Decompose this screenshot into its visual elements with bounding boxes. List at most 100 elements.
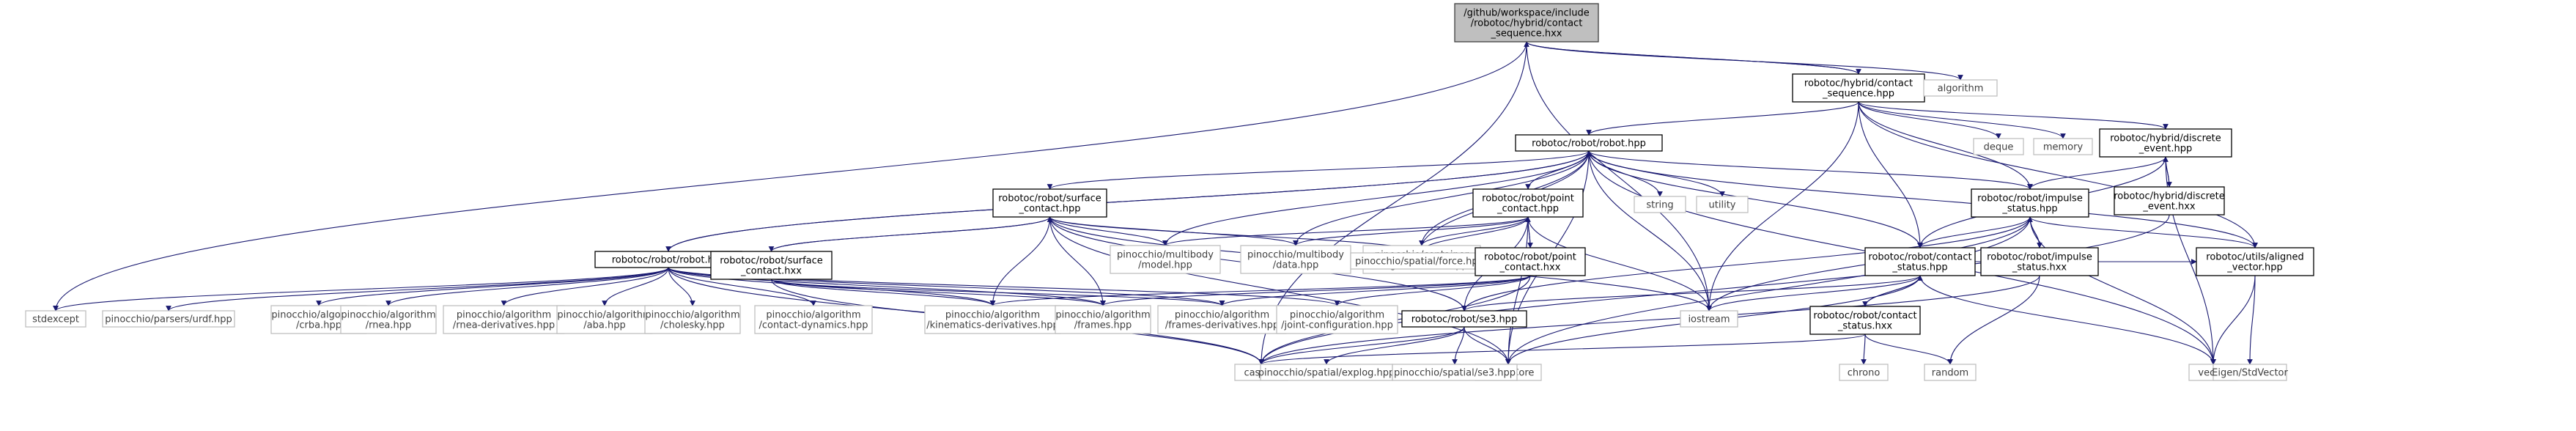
node-is_hpp[interactable]: robotoc/robot/impulse_status.hpp xyxy=(1971,188,2089,218)
node-random: random xyxy=(1924,364,1977,381)
edge-se3_hpp-to-cassert xyxy=(1258,326,1465,365)
edge-cstat_hxx-to-chrono xyxy=(1861,334,1867,365)
edge-robot_hpp-to-ua_hpp xyxy=(1588,150,2258,248)
node-label-ua_hpp-1: _vector.hpp xyxy=(2226,262,2282,273)
node-box-cstat_hxx xyxy=(1809,306,1921,335)
node-se3pin: pinocchio/spatial/se3.hpp xyxy=(1392,364,1518,381)
node-label-sc_hpp-1: _contact.hpp xyxy=(1018,204,1080,215)
node-ua_hpp[interactable]: robotoc/utils/aligned_vector.hpp xyxy=(2196,247,2314,276)
edge-pc_hpp-to-iostream xyxy=(1527,216,1712,312)
node-label-chrono-0: chrono xyxy=(1848,368,1881,379)
node-label-cstat_hxx-0: robotoc/robot/contact xyxy=(1813,311,1916,322)
node-label-string-0: string xyxy=(1646,200,1673,211)
edge-de_hxx-to-cassert xyxy=(1258,214,2170,365)
node-box-de_hxx xyxy=(2114,186,2225,216)
node-pc_hpp[interactable]: robotoc/robot/point_contact.hpp xyxy=(1472,188,1584,218)
edge-is_hpp-to-ua_hpp xyxy=(2029,216,2258,248)
edge-robot_hxx-to-rnea xyxy=(385,267,669,306)
edge-cs_hpp-to-iostream xyxy=(1706,101,1859,312)
edge-is_hpp-to-vector xyxy=(2029,216,2216,365)
node-label-ua_hpp-0: robotoc/utils/aligned xyxy=(2206,252,2303,263)
node-label-memory-0: memory xyxy=(2043,142,2084,153)
node-box-eigen_sv xyxy=(2213,364,2287,381)
node-box-pin_model xyxy=(1110,245,1221,274)
node-robot_hpp[interactable]: robotoc/robot/robot.hpp xyxy=(1515,134,1663,152)
node-rnea: pinocchio/algorithm/rnea.hpp xyxy=(340,305,437,334)
edge-cs_hpp-to-is_hpp xyxy=(1858,101,2033,190)
node-label-frames_d-1: /frames-derivatives.hpp xyxy=(1165,320,1279,331)
edge-sc_hxx-to-frames xyxy=(770,279,1106,306)
node-rnea_d: pinocchio/algorithm/rnea-derivatives.hpp xyxy=(443,305,565,334)
node-label-pc_hxx-0: robotoc/robot/point xyxy=(1484,252,1576,263)
edge-sc_hxx-to-kin_d xyxy=(770,279,996,306)
node-box-pc_hpp xyxy=(1472,188,1584,218)
edge-cs_hpp-to-robot_hpp xyxy=(1586,101,1859,136)
node-box-se3_hpp xyxy=(1401,310,1527,328)
node-label-cstat_hpp-1: _status.hpp xyxy=(1892,262,1947,273)
node-label-se3pin-0: pinocchio/spatial/se3.hpp xyxy=(1394,368,1516,379)
node-cs_hpp[interactable]: robotoc/hybrid/contact_sequence.hpp xyxy=(1792,73,1925,103)
edge-cstat_hxx-to-random xyxy=(1864,334,1953,365)
node-root[interactable]: /github/workspace/include/robotoc/hybrid… xyxy=(1454,3,1599,43)
node-label-jconf-1: /joint-configuration.hpp xyxy=(1281,320,1393,331)
node-box-sc_hpp xyxy=(992,188,1107,218)
edge-cstat_hxx-to-cassert xyxy=(1258,334,1866,365)
node-box-chrono xyxy=(1839,364,1889,381)
node-stdexcept: stdexcept xyxy=(25,310,86,328)
node-is_hxx[interactable]: robotoc/robot/impulse_status.hxx xyxy=(1980,247,2099,276)
node-urdf: pinocchio/parsers/urdf.hpp xyxy=(102,310,235,328)
edge-robot_hpp-to-pc_hpp xyxy=(1525,150,1590,190)
node-sc_hxx[interactable]: robotoc/robot/surface_contact.hxx xyxy=(710,251,833,280)
node-label-rnea-0: pinocchio/algorithm xyxy=(341,310,435,321)
node-jconf: pinocchio/algorithm/joint-configuration.… xyxy=(1276,305,1398,334)
node-label-cstat_hxx-1: _status.hxx xyxy=(1837,321,1893,332)
node-pin_force: pinocchio/spatial/force.hpp xyxy=(1350,252,1489,270)
node-pc_hxx[interactable]: robotoc/robot/point_contact.hxx xyxy=(1475,247,1586,276)
edge-ua_hpp-to-vector xyxy=(2210,275,2256,365)
node-aba: pinocchio/algorithm/aba.hpp xyxy=(556,305,653,334)
edge-cs_hpp-to-memory xyxy=(1858,101,2066,139)
node-label-eigen_sv-0: Eigen/StdVector xyxy=(2212,368,2288,379)
node-cstat_hpp[interactable]: robotoc/robot/contact_status.hpp xyxy=(1864,247,1976,276)
edge-root-to-stdexcept xyxy=(53,41,1527,312)
edge-pc_hxx-to-kin_d xyxy=(989,275,1531,306)
node-label-robot_hpp-0: robotoc/robot/robot.hpp xyxy=(1532,139,1646,150)
node-de_hxx[interactable]: robotoc/hybrid/discrete_event.hxx xyxy=(2114,186,2225,216)
node-label-se3_hpp-0: robotoc/robot/se3.hpp xyxy=(1411,314,1517,325)
node-de_hpp[interactable]: robotoc/hybrid/discrete_event.hpp xyxy=(2099,128,2232,158)
edge-is_hpp-to-cstat_hpp xyxy=(1917,216,2031,248)
node-box-robot_hpp xyxy=(1515,134,1663,152)
edge-robot_hxx-to-chol xyxy=(668,267,695,306)
node-label-deque-0: deque xyxy=(1984,142,2014,153)
node-label-is_hxx-1: _status.hxx xyxy=(2012,262,2067,273)
node-box-deque xyxy=(1973,138,2024,155)
node-label-kin_d-1: /kinematics-derivatives.hpp xyxy=(926,320,1059,331)
edge-robot_hxx-to-rnea_d xyxy=(501,267,669,306)
edge-robot_hpp-to-utility xyxy=(1588,150,1725,197)
node-box-aba xyxy=(556,305,653,334)
node-sc_hpp[interactable]: robotoc/robot/surface_contact.hpp xyxy=(992,188,1107,218)
edge-robot_hpp-to-pin_model xyxy=(1162,150,1590,246)
edge-robot_hxx-to-jconf xyxy=(668,267,1340,306)
node-pin_model: pinocchio/multibody/model.hpp xyxy=(1110,245,1221,274)
node-se3_hpp[interactable]: robotoc/robot/se3.hpp xyxy=(1401,310,1527,328)
edge-pc_hxx-to-jconf xyxy=(1334,275,1531,306)
edge-robot_hpp-to-pin_data xyxy=(1293,150,1590,246)
node-cstat_hxx[interactable]: robotoc/robot/contact_status.hxx xyxy=(1809,306,1921,335)
node-label-chol-0: pinocchio/algorithm xyxy=(645,310,739,321)
edge-is_hpp-to-se3_hpp xyxy=(1461,216,2031,312)
node-label-frames-0: pinocchio/algorithm xyxy=(1055,310,1150,321)
edge-sc_hxx-to-frames_d xyxy=(770,279,1225,306)
node-label-robot_hxx-0: robotoc/robot/robot.hxx xyxy=(612,255,726,266)
node-box-ua_hpp xyxy=(2196,247,2314,276)
node-label-is_hxx-0: robotoc/robot/impulse xyxy=(1987,252,2092,263)
node-robot_hxx[interactable]: robotoc/robot/robot.hxx xyxy=(594,251,742,268)
edge-robot_hxx-to-stdexcept xyxy=(53,267,669,312)
edge-robot_hxx-to-frames_d xyxy=(668,267,1225,306)
node-label-pc_hpp-1: _contact.hpp xyxy=(1496,204,1559,215)
node-label-rnea_d-0: pinocchio/algorithm xyxy=(457,310,551,321)
node-label-is_hpp-1: _status.hpp xyxy=(2001,204,2057,215)
node-label-pc_hxx-1: _contact.hxx xyxy=(1499,262,1561,273)
node-label-stdexcept-0: stdexcept xyxy=(32,314,79,325)
edge-cstat_hpp-to-se3_hpp xyxy=(1461,275,1921,312)
